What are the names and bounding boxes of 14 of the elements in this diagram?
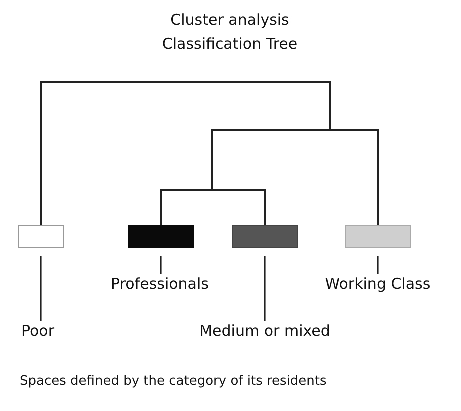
category-swatch [345, 225, 411, 248]
caption: Spaces defined by the category of its residents [20, 374, 327, 389]
leader-line [160, 256, 162, 274]
leader-line [40, 256, 42, 321]
category-label: Medium or mixed [195, 322, 335, 340]
leader-line [377, 256, 379, 274]
category-label: Poor [18, 322, 58, 340]
category-swatch [128, 225, 194, 248]
category-swatch [232, 225, 298, 248]
category-swatch [18, 225, 64, 248]
category-label: Working Class [318, 275, 438, 293]
leader-line [264, 256, 266, 321]
category-label: Professionals [105, 275, 215, 293]
diagram-title: Cluster analysis Classification Tree [161, 10, 299, 55]
